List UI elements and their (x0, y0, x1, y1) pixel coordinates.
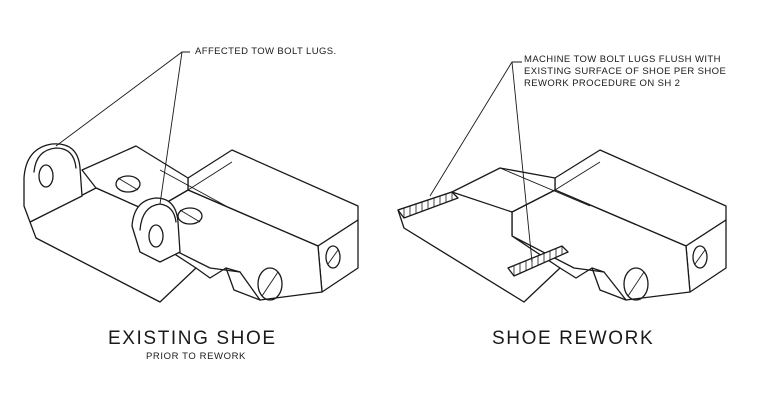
rw-rear-block-edge (554, 161, 601, 191)
channel-slope (159, 169, 227, 207)
rw-channel-slope (499, 167, 591, 207)
notch-edge-lower (225, 267, 261, 301)
rw-side-hole-large-centerline (627, 271, 645, 297)
left-lug-hatching (403, 193, 453, 218)
side-hole-large-centerline (261, 271, 279, 297)
left-lug-inner-edge (33, 147, 77, 173)
right-lug-hatching (513, 247, 563, 275)
rework-shoe-drawing (397, 61, 727, 303)
existing-shoe-title: EXISTING SHOE (108, 328, 277, 349)
rear-block-edge (187, 161, 233, 191)
left-lug (23, 143, 83, 223)
leader-line-right-lug (159, 51, 183, 205)
existing-shoe-drawing (23, 51, 359, 303)
side-hole-small (325, 245, 341, 269)
rework-callout-line-1: MACHINE TOW BOLT LUGS FLUSH WITH (524, 54, 721, 65)
existing-shoe-subtitle: PRIOR TO REWORK (146, 351, 246, 362)
side-hole-small-centerline (327, 249, 339, 265)
rw-side-hole-large (623, 267, 649, 301)
slab-bottom-edge (35, 237, 161, 303)
shoe-rework-title: SHOE REWORK (492, 328, 655, 349)
rework-callout-line-3: REWORK PROCEDURE ON SH 2 (524, 78, 681, 89)
rw-notch-edge (559, 267, 605, 279)
leader-line-left-lug (55, 51, 190, 147)
channel-hole-1-centerline (117, 177, 139, 191)
channel-hole-1 (115, 175, 141, 193)
rw-side-hole-small (692, 245, 708, 269)
channel-hole-2-centerline (179, 209, 201, 223)
left-lug-hole (38, 164, 54, 188)
rw-notch-edge-lower (591, 267, 627, 301)
right-lug-hole (148, 224, 164, 248)
notch-edge (195, 267, 241, 279)
rw-side-hole-small-centerline (694, 249, 706, 265)
channel-hole-2 (177, 207, 203, 225)
affected-lugs-callout: AFFECTED TOW BOLT LUGS. (195, 46, 337, 57)
side-hole-large (257, 267, 283, 301)
leader-line-machined-right (511, 61, 533, 263)
rework-callout-line-2: EXISTING SURFACE OF SHOE PER SHOE (524, 66, 727, 77)
rw-slab-bottom-edge (403, 227, 525, 303)
